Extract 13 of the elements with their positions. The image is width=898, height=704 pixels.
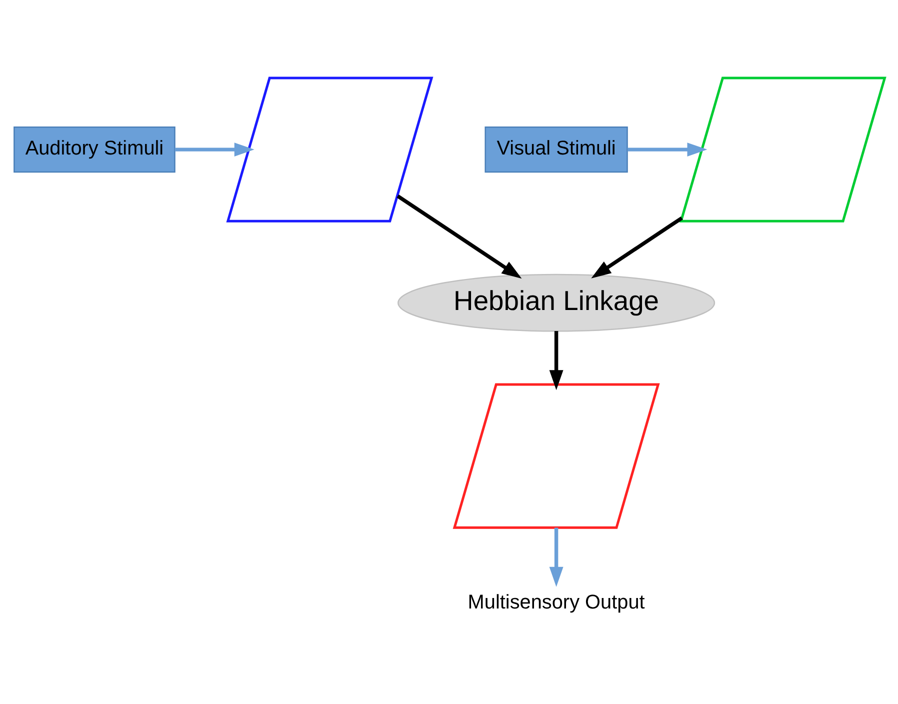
node-box: Visual Stimuli: [484, 126, 628, 173]
arrow: [627, 142, 707, 157]
arrow: [548, 528, 563, 587]
node-text: Multisensory Output: [467, 591, 644, 614]
arrow: [590, 216, 682, 278]
node-parallelogram: [678, 76, 886, 222]
arrow: [396, 194, 522, 279]
arrow: [548, 331, 563, 390]
arrow: [174, 142, 254, 157]
node-box: Auditory Stimuli: [13, 126, 175, 173]
node-ellipse: Hebbian Linkage: [397, 274, 715, 332]
node-parallelogram: [226, 76, 433, 222]
node-parallelogram: [452, 383, 660, 529]
